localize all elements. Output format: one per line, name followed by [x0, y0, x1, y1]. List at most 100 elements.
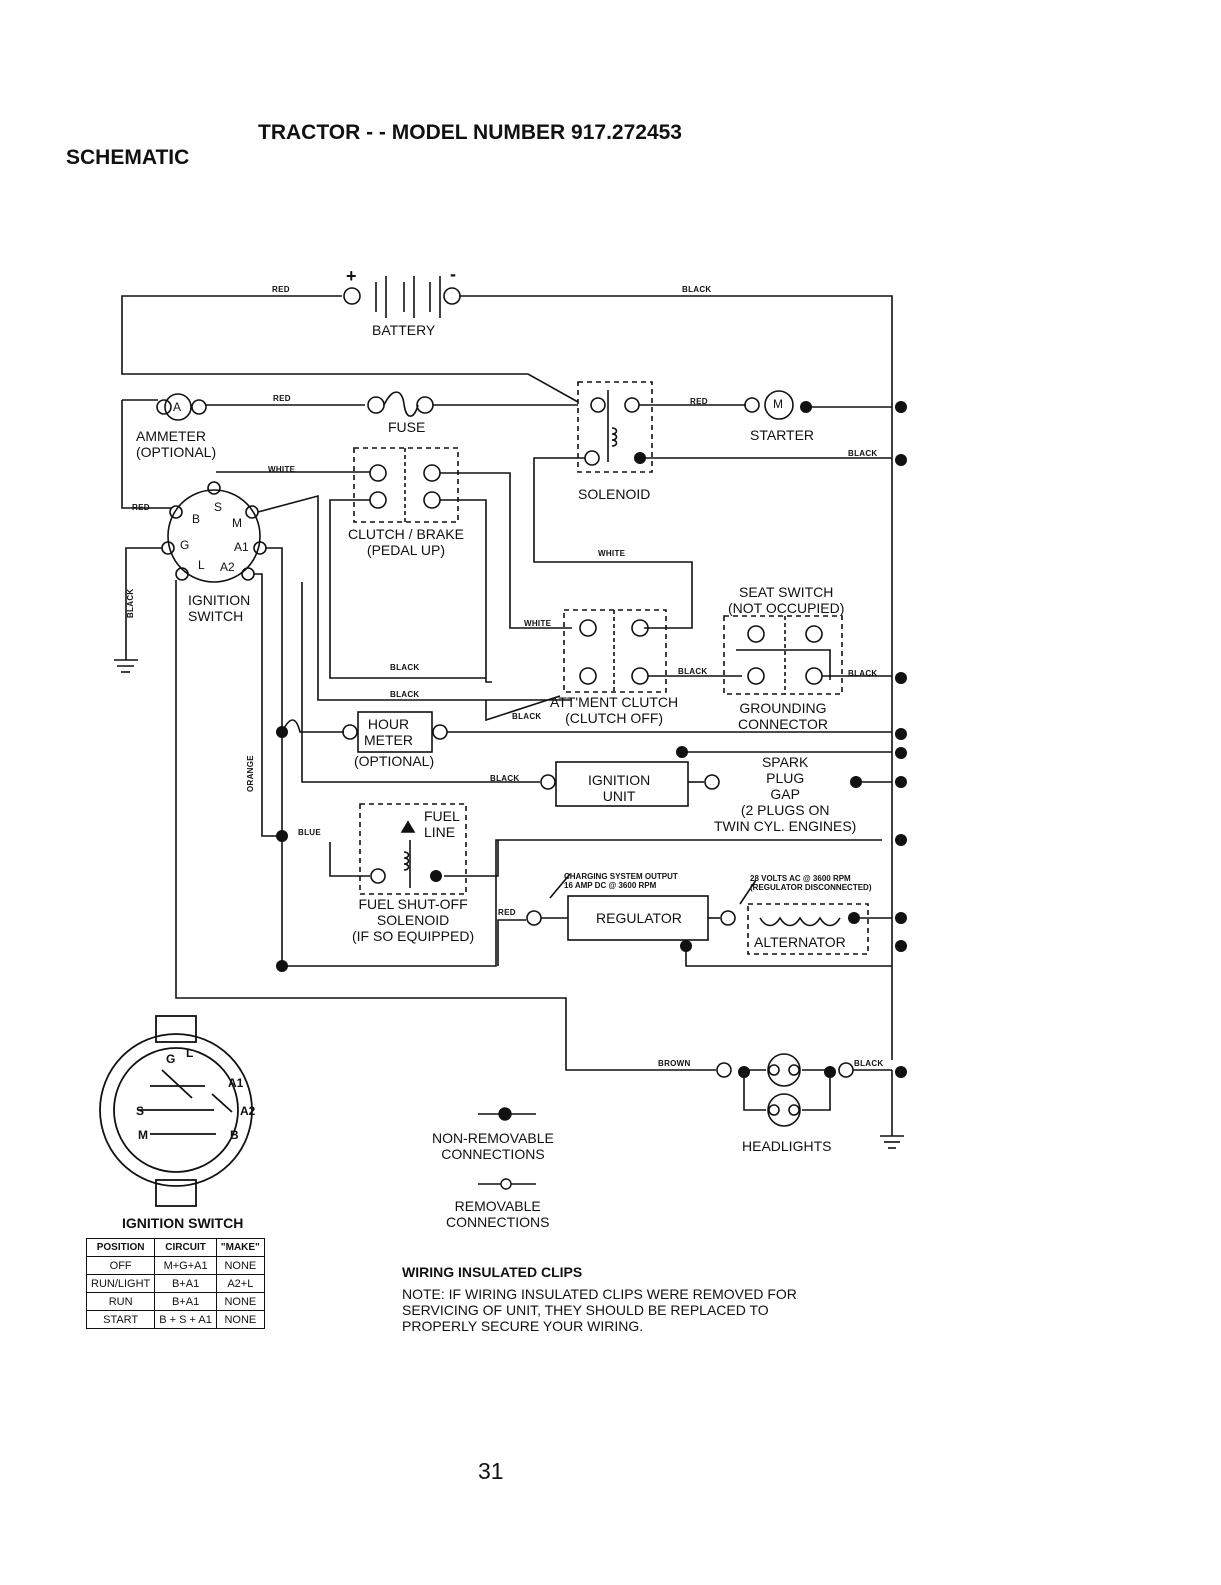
table-cell: A2+L — [215, 1274, 265, 1293]
wire-red-ammeter-b — [121, 400, 172, 509]
solenoid-label: SOLENOID — [578, 486, 651, 502]
wire-label-black: BLACK — [126, 588, 135, 619]
starter-label: STARTER — [750, 427, 815, 443]
table-row: RUN B+A1 NONE — [85, 1292, 265, 1311]
battery-neg-terminal — [443, 287, 461, 305]
battery-pos-terminal — [343, 287, 361, 305]
attachment-clutch-box — [563, 609, 667, 693]
hour-meter-optional: (OPTIONAL) — [354, 753, 435, 769]
seat-switch-box — [723, 615, 843, 695]
detail-terminal-g: G — [166, 1052, 176, 1066]
clutch-brake-label: CLUTCH / BRAKE(PEDAL UP) — [348, 526, 464, 558]
terminal-m: M — [232, 516, 242, 530]
terminal-a2: A2 — [220, 560, 235, 574]
starter-symbol — [764, 390, 794, 420]
wire-label-white: WHITE — [598, 549, 626, 558]
table-cell: START — [85, 1310, 156, 1329]
wire-black-ign-ground — [125, 547, 162, 660]
headlight-1 — [767, 1053, 801, 1087]
detail-terminal-m: M — [138, 1128, 148, 1142]
battery-label: BATTERY — [372, 322, 436, 338]
ammeter-symbol — [164, 393, 192, 421]
seat-switch-label: SEAT SWITCH(NOT OCCUPIED) — [728, 584, 845, 616]
ignition-switch-title: IGNITION SWITCH — [122, 1215, 244, 1231]
wire-label-black: BLACK — [490, 774, 520, 783]
solenoid-box — [577, 381, 653, 473]
table-cell: NONE — [215, 1292, 265, 1311]
table-cell: B+A1 — [154, 1292, 217, 1311]
notes-line: PROPERLY SECURE YOUR WIRING. — [402, 1318, 644, 1334]
wire-label-black: BLACK — [512, 712, 542, 721]
table-cell: B + S + A1 — [154, 1310, 217, 1329]
wire-label-white: WHITE — [524, 619, 552, 628]
wire-label-blue: BLUE — [298, 828, 321, 837]
table-header-row: POSITION CIRCUIT "MAKE" — [85, 1238, 265, 1257]
attachment-clutch-label: ATT'MENT CLUTCH(CLUTCH OFF) — [550, 694, 679, 726]
wire-label-black: BLACK — [678, 667, 708, 676]
notes-heading: WIRING INSULATED CLIPS — [402, 1264, 583, 1280]
detail-terminal-l: L — [186, 1046, 194, 1060]
ammeter-label: AMMETER(OPTIONAL) — [136, 428, 217, 460]
non-removable-dots — [276, 401, 907, 1078]
fuse-label: FUSE — [388, 419, 426, 435]
hour-meter-box — [357, 711, 433, 753]
wire-white-solenoid — [533, 457, 693, 629]
wire-label-red: RED — [272, 285, 290, 294]
detail-terminal-s: S — [136, 1104, 145, 1118]
ignition-switch-table: POSITION CIRCUIT "MAKE" OFF M+G+A1 NONE … — [85, 1238, 265, 1329]
table-row: RUN/LIGHT B+A1 A2+L — [85, 1274, 265, 1293]
alternator-box — [747, 903, 869, 955]
wire-label-red: RED — [498, 908, 516, 917]
wire-label-orange: ORANGE — [246, 755, 255, 792]
table-cell: B+A1 — [154, 1274, 217, 1293]
terminal-g: G — [180, 538, 190, 552]
terminal-a1: A1 — [234, 540, 249, 554]
clutch-brake-box — [353, 447, 459, 523]
section-label: SCHEMATIC — [66, 146, 190, 169]
wire-label-red: RED — [132, 503, 150, 512]
wire-blue-a1 — [266, 547, 882, 967]
table-header-cell: POSITION — [85, 1238, 156, 1257]
regulator-label: REGULATOR — [596, 910, 682, 926]
alternator-label: ALTERNATOR — [754, 934, 846, 950]
ammeter-symbol-label: A — [173, 400, 182, 414]
ignition-switch-detail — [99, 1015, 253, 1207]
wire-label-red: RED — [690, 397, 708, 406]
table-cell: RUN — [85, 1292, 156, 1311]
wire-label-black: BLACK — [854, 1059, 884, 1068]
terminal-s: S — [214, 500, 223, 514]
wire-label-red: RED — [273, 394, 291, 403]
ignition-switch-symbol — [167, 489, 261, 583]
table-cell: RUN/LIGHT — [85, 1274, 156, 1293]
detail-terminal-a1: A1 — [228, 1076, 244, 1090]
notes-line: SERVICING OF UNIT, THEY SHOULD BE REPLAC… — [402, 1302, 769, 1318]
page-title: TRACTOR - - MODEL NUMBER 917.272453 — [258, 121, 682, 144]
wire-label-black: BLACK — [848, 449, 878, 458]
wire-label-black: BLACK — [390, 690, 420, 699]
wire-label-brown: BROWN — [658, 1059, 691, 1068]
table-cell: OFF — [85, 1256, 156, 1275]
ignition-unit-box — [555, 761, 689, 807]
headlights-label: HEADLIGHTS — [742, 1138, 832, 1154]
wire-red-battery — [121, 295, 579, 403]
notes-line: NOTE: IF WIRING INSULATED CLIPS WERE REM… — [402, 1286, 797, 1302]
table-row: OFF M+G+A1 NONE — [85, 1256, 265, 1275]
detail-terminal-a2: A2 — [240, 1104, 256, 1118]
ac-voltage-label: 28 VOLTS AC @ 3600 RPM(REGULATOR DISCONN… — [750, 874, 872, 892]
wire-black-ground-bus — [460, 295, 893, 1060]
detail-terminal-b: B — [230, 1128, 239, 1142]
wire-label-white: WHITE — [268, 465, 296, 474]
fuse-symbol — [383, 391, 419, 417]
table-cell: M+G+A1 — [154, 1256, 217, 1275]
wire-label-black: BLACK — [848, 669, 878, 678]
battery-pos-label: + — [346, 266, 357, 286]
fuel-solenoid-box — [359, 803, 467, 895]
